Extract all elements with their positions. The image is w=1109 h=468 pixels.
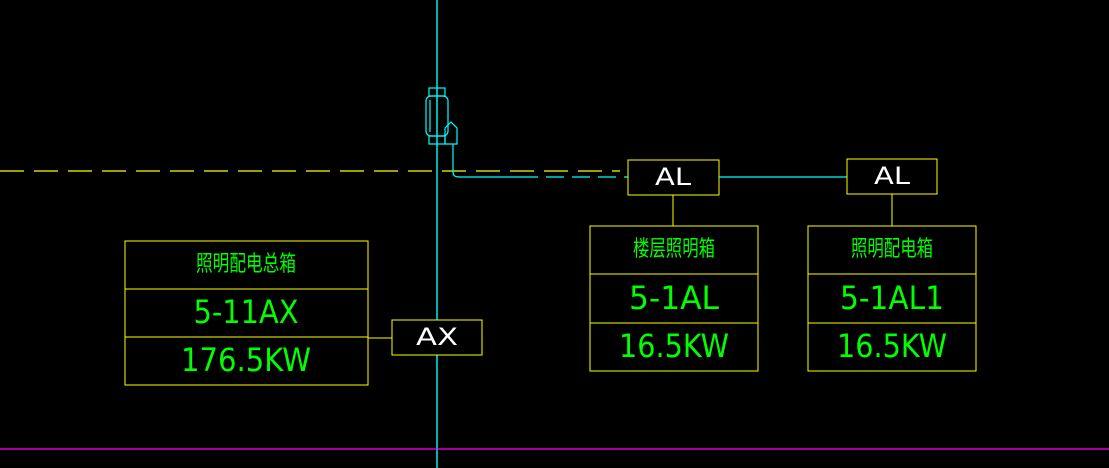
main-panel-power: 176.5KW — [181, 341, 311, 379]
lighting-panel-name: 照明配电箱 — [851, 237, 933, 262]
tap-cable-line — [452, 144, 520, 178]
lighting-panel-frame — [807, 225, 977, 372]
ax-tag-label: AX — [416, 323, 458, 351]
main-panel-group: 照明配电总箱 5-11AX 176.5KW AX — [124, 240, 483, 386]
floor-al-tag-label: AL — [655, 163, 692, 191]
main-panel-id: 5-11AX — [194, 293, 299, 331]
floor-panel-name: 楼层照明箱 — [633, 237, 715, 262]
floor-panel-id: 5-1AL — [629, 279, 719, 317]
main-panel-frame — [124, 240, 369, 386]
floor-panel-power: 16.5KW — [619, 327, 729, 365]
floor-panel-frame — [589, 225, 759, 372]
main-panel-name: 照明配电总箱 — [196, 252, 296, 277]
lighting-al-tag-label: AL — [874, 162, 911, 190]
lighting-panel-group: AL 照明配电箱 5-1AL1 16.5KW — [807, 158, 977, 372]
lighting-panel-power: 16.5KW — [837, 327, 947, 365]
lighting-al-tag-box — [846, 158, 938, 195]
busway-tap-unit-icon — [425, 87, 458, 145]
ax-tag-box — [391, 319, 483, 356]
lighting-panel-id: 5-1AL1 — [840, 279, 944, 317]
floor-panel-group: AL 楼层照明箱 5-1AL 16.5KW — [589, 159, 759, 372]
